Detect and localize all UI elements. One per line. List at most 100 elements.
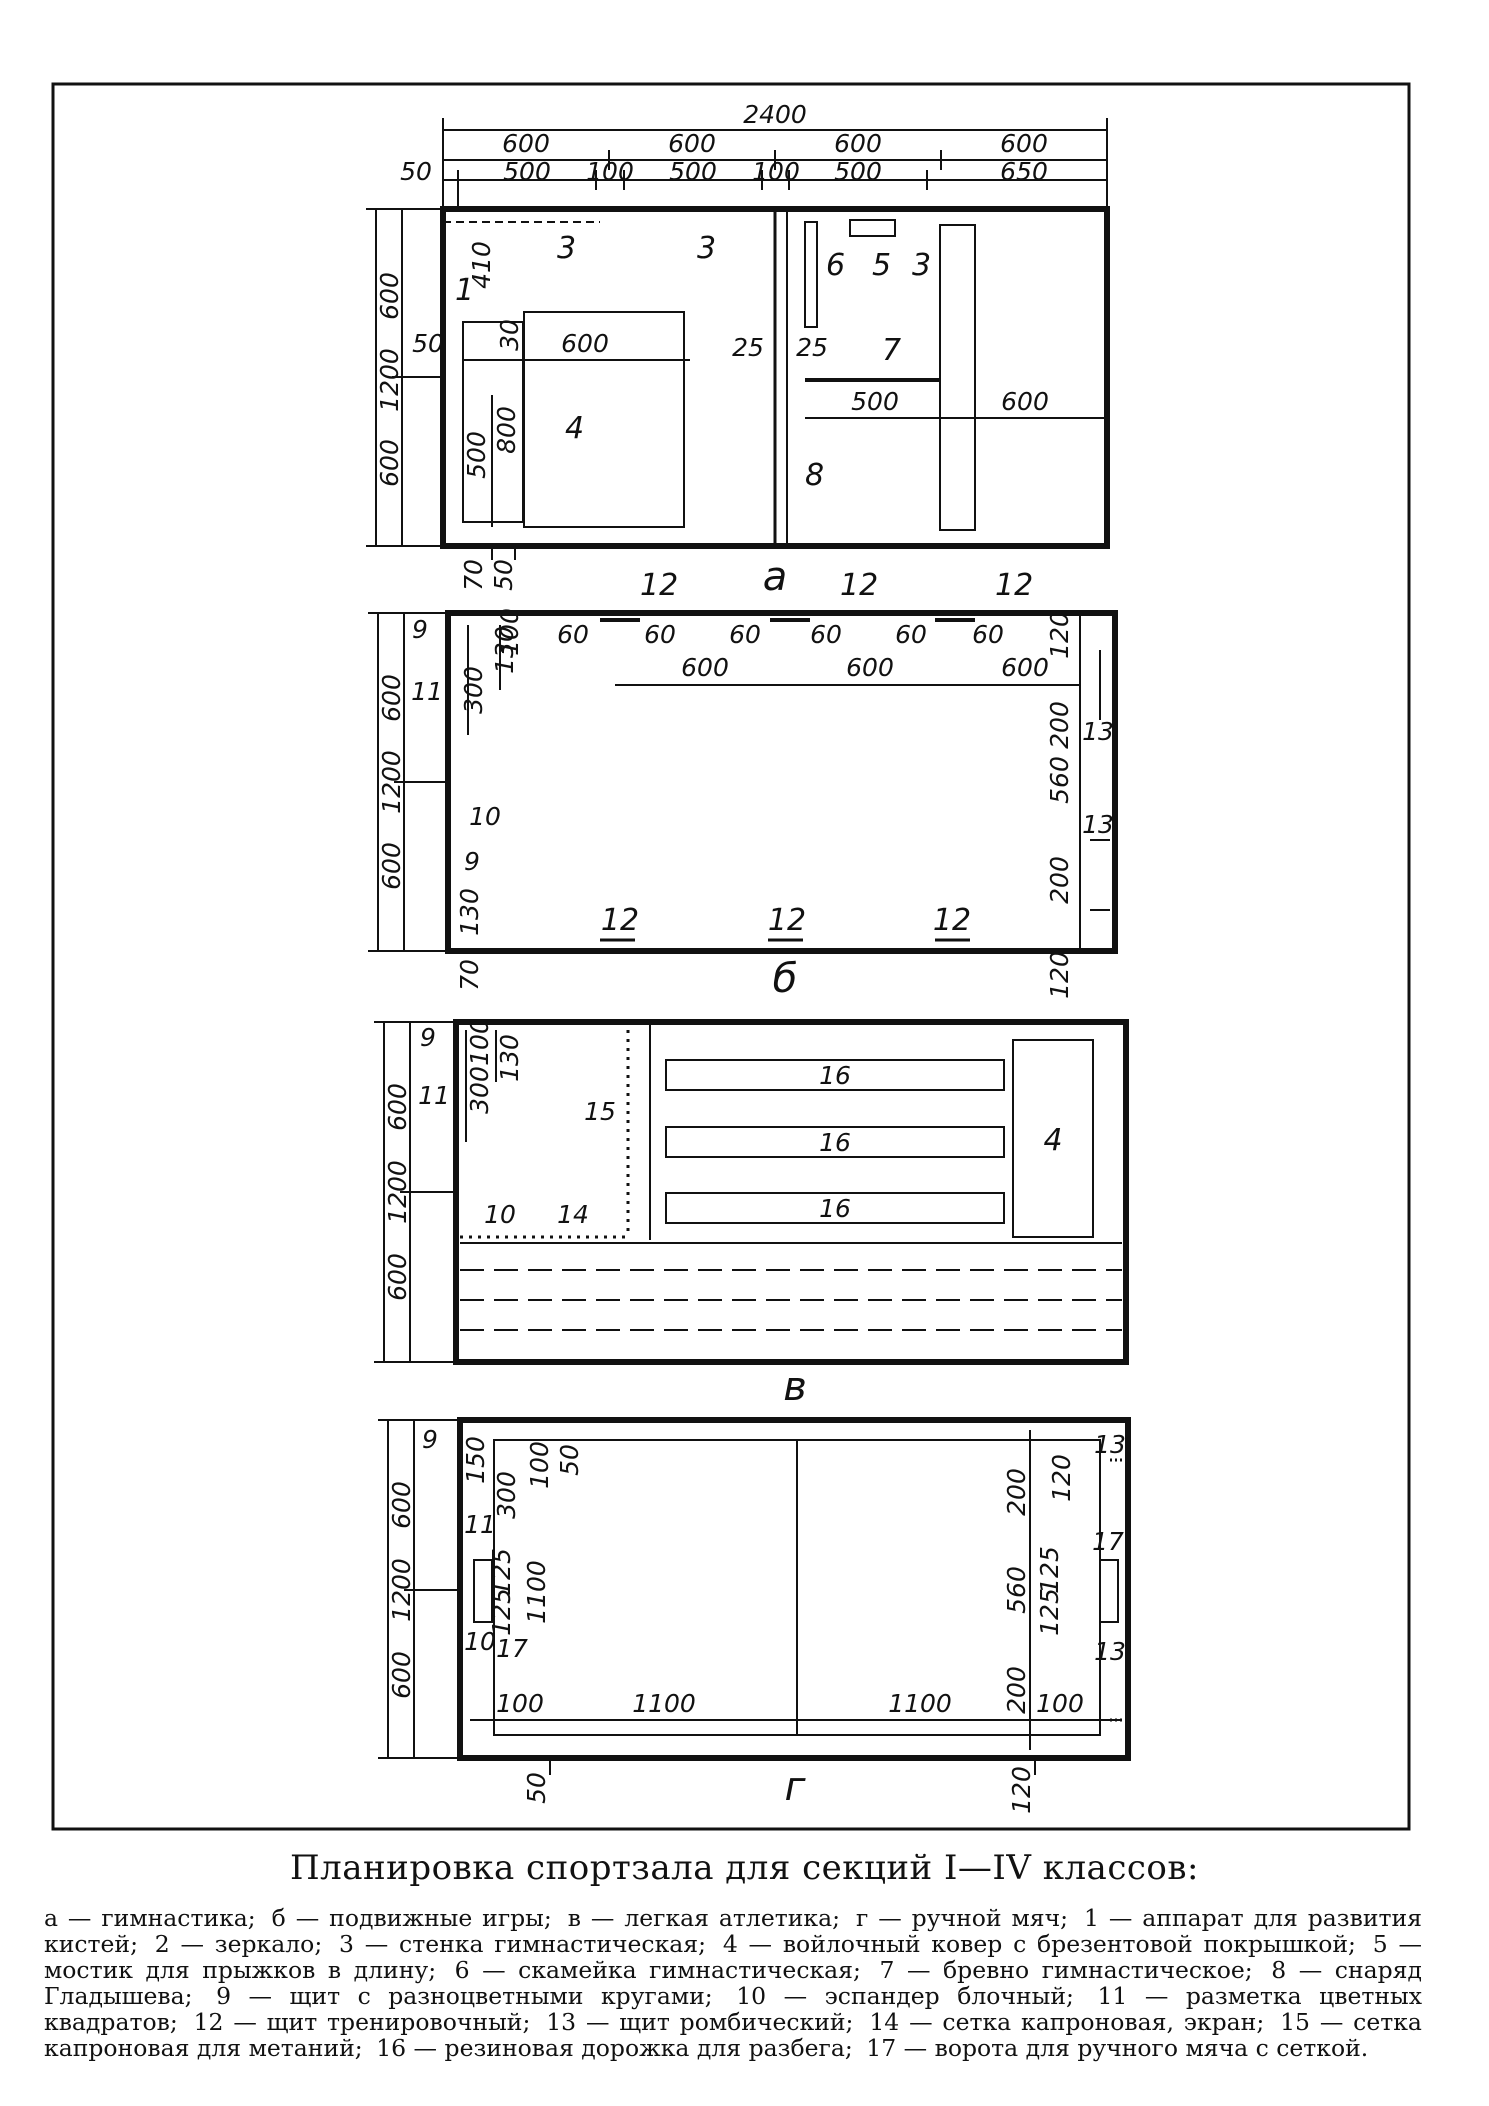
plan-a-sublabel: а (763, 554, 788, 600)
plan-b-marker: 12 (768, 903, 806, 938)
plan-b-marker: 12 (933, 903, 971, 938)
plan-v-track-label: 16 (819, 1128, 851, 1157)
plan-b-marker: 12 (995, 568, 1033, 603)
plan-b-left-dim: 600 (377, 674, 406, 722)
plan-g-dim: 100 (525, 1441, 554, 1489)
plan-a-dim: 500 (503, 157, 551, 186)
legend-item: 3 — стенка гимнастическая; (339, 1930, 707, 1958)
plan-b-dim: 200 (1045, 701, 1074, 749)
plan-g-dim: 300 (492, 1471, 521, 1519)
plan-a-dim: 50 (400, 157, 432, 186)
plan-v-dim: 130 (495, 1034, 524, 1082)
plan-a-dim: 500 (834, 157, 882, 186)
legend-item: б — подвижные игры; (271, 1904, 552, 1932)
plan-g-dim: 50 (522, 1772, 551, 1804)
plan-b-dim: 600 (846, 653, 894, 682)
plan-a-left-dim: 1200 (375, 348, 404, 412)
figure-caption: Планировка спортзала для секций I—IV кла… (290, 1848, 1199, 1888)
plan-g-left-dim: 600 (387, 1651, 416, 1699)
plan-a-marker: 3 (557, 231, 576, 266)
plan-a-left-dim: 600 (375, 439, 404, 487)
legend-item: 10 — эспандер блочный; (736, 1982, 1074, 2010)
plan-g-dim: 120 (1047, 1454, 1076, 1502)
plan-g-dim: 125 (487, 1588, 516, 1636)
legend-item: 17 — ворота для ручного мяча с сеткой. (866, 2034, 1369, 2062)
plan-b-left-dim: 1200 (377, 750, 406, 814)
plan-v-dim: 10 (484, 1200, 516, 1229)
plan-b-dim: 600 (681, 653, 729, 682)
plan-g-sublabel: г (784, 1764, 806, 1810)
plan-b-dim: 13 (1082, 717, 1114, 746)
plan-b-dim: 130 (490, 626, 519, 674)
plan-b-dim: 60 (810, 620, 842, 649)
plan-a-dim: 500 (669, 157, 717, 186)
plan-v-mat-label: 4 (1043, 1123, 1062, 1158)
plan-a-marker: 8 (805, 458, 824, 493)
plan-a-dim: 100 (752, 157, 800, 186)
plan-v-dim: 9 (420, 1023, 436, 1052)
plan-g-dim: 100 (496, 1689, 544, 1718)
plan-b-marker: 12 (840, 568, 878, 603)
plan-v-left-dim: 600 (383, 1083, 412, 1131)
plan-b-dim: 9 (464, 847, 480, 876)
plan-g-dim: 125 (1035, 1588, 1064, 1636)
legend-item: 6 — скамейка гимнастическая; (454, 1956, 861, 1984)
plan-g-left-dim: 1200 (387, 1558, 416, 1622)
plan-g-dim: 125 (1035, 1546, 1064, 1594)
plan-g-dim: 11 (464, 1510, 496, 1539)
legend-item: 14 — сетка капроновая, экран; (869, 2008, 1265, 2036)
plan-a-dim: 70 (459, 559, 488, 591)
legend-item: г — ручной мяч; (856, 1904, 1069, 1932)
plan-v-dim: 15 (584, 1097, 616, 1126)
plan-v-track-label: 16 (819, 1194, 851, 1223)
plan-g-dim: 17 (1092, 1527, 1124, 1556)
plan-a-dim: 50 (489, 559, 518, 591)
legend-item: 4 — войлочный ковер с брезентовой покрыш… (722, 1930, 1356, 1958)
plan-b-dim: 9 (412, 615, 428, 644)
plan-a-dim: 25 (796, 333, 828, 362)
plan-b-dim: 70 (455, 959, 484, 991)
plan-g-dim: 10 (464, 1627, 496, 1656)
plan-g-dim: 1100 (888, 1689, 952, 1718)
plan-b-dim: 60 (557, 620, 589, 649)
legend-item: 7 — бревно гимнастическое; (879, 1956, 1253, 1984)
plan-a-overall-dim: 2400 (743, 100, 807, 129)
plan-v-sublabel: в (783, 1364, 807, 1410)
plan-a-dim: 50 (412, 329, 444, 358)
plan-b-marker: 12 (640, 568, 678, 603)
legend-item: 5 — мостик для прыжков в длину; (44, 1930, 1422, 1984)
plan-b-dim: 120 (1045, 611, 1074, 659)
plan-a-dim: 600 (502, 129, 550, 158)
plan-b-dim: 60 (895, 620, 927, 649)
plan-g-dim: 100 (1036, 1689, 1084, 1718)
plan-a-marker: 5 (872, 248, 891, 283)
plan-a-dim: 410 (467, 241, 496, 289)
legend-item: 9 — щит с разноцветными кругами; (216, 1982, 713, 2010)
plan-a-dim: 600 (1001, 387, 1049, 416)
plan-a-dim: 500 (462, 431, 491, 479)
plan-v-left-dim: 600 (383, 1253, 412, 1301)
plan-a-dim: 600 (834, 129, 882, 158)
plan-a-dim: 600 (1000, 129, 1048, 158)
plan-a-dim: 600 (561, 329, 609, 358)
plan-a-dim: 650 (1000, 157, 1048, 186)
legend-item: 16 — резиновая дорожка для разбега; (376, 2034, 853, 2062)
legend: а — гимнастика; б — подвижные игры; в — … (44, 1905, 1422, 2061)
legend-item: 12 — щит тренировочный; (193, 2008, 531, 2036)
plan-a-dim: 500 (851, 387, 899, 416)
legend-item: 15 — сетка капроновая для метаний; (44, 2008, 1422, 2062)
plan-v-dim: 14 (557, 1200, 589, 1229)
plan-b-sublabel: б (773, 956, 798, 1002)
legend-item: 11 — разметка цветных квадратов; (44, 1982, 1422, 2036)
plan-g-dim: 13 (1094, 1637, 1126, 1666)
plan-b-dim: 100 (495, 608, 524, 656)
plan-v-track-label: 16 (819, 1061, 851, 1090)
plan-a-marker: 3 (697, 231, 716, 266)
plan-a-marker: 3 (912, 248, 931, 283)
plan-b-dim: 11 (411, 677, 443, 706)
plan-g-dim: 125 (487, 1548, 516, 1596)
plan-b-dim: 60 (729, 620, 761, 649)
plan-a-marker: 7 (882, 333, 901, 368)
plan-g-dim: 200 (1002, 1468, 1031, 1516)
plan-v-dim: 300 (465, 1066, 494, 1114)
